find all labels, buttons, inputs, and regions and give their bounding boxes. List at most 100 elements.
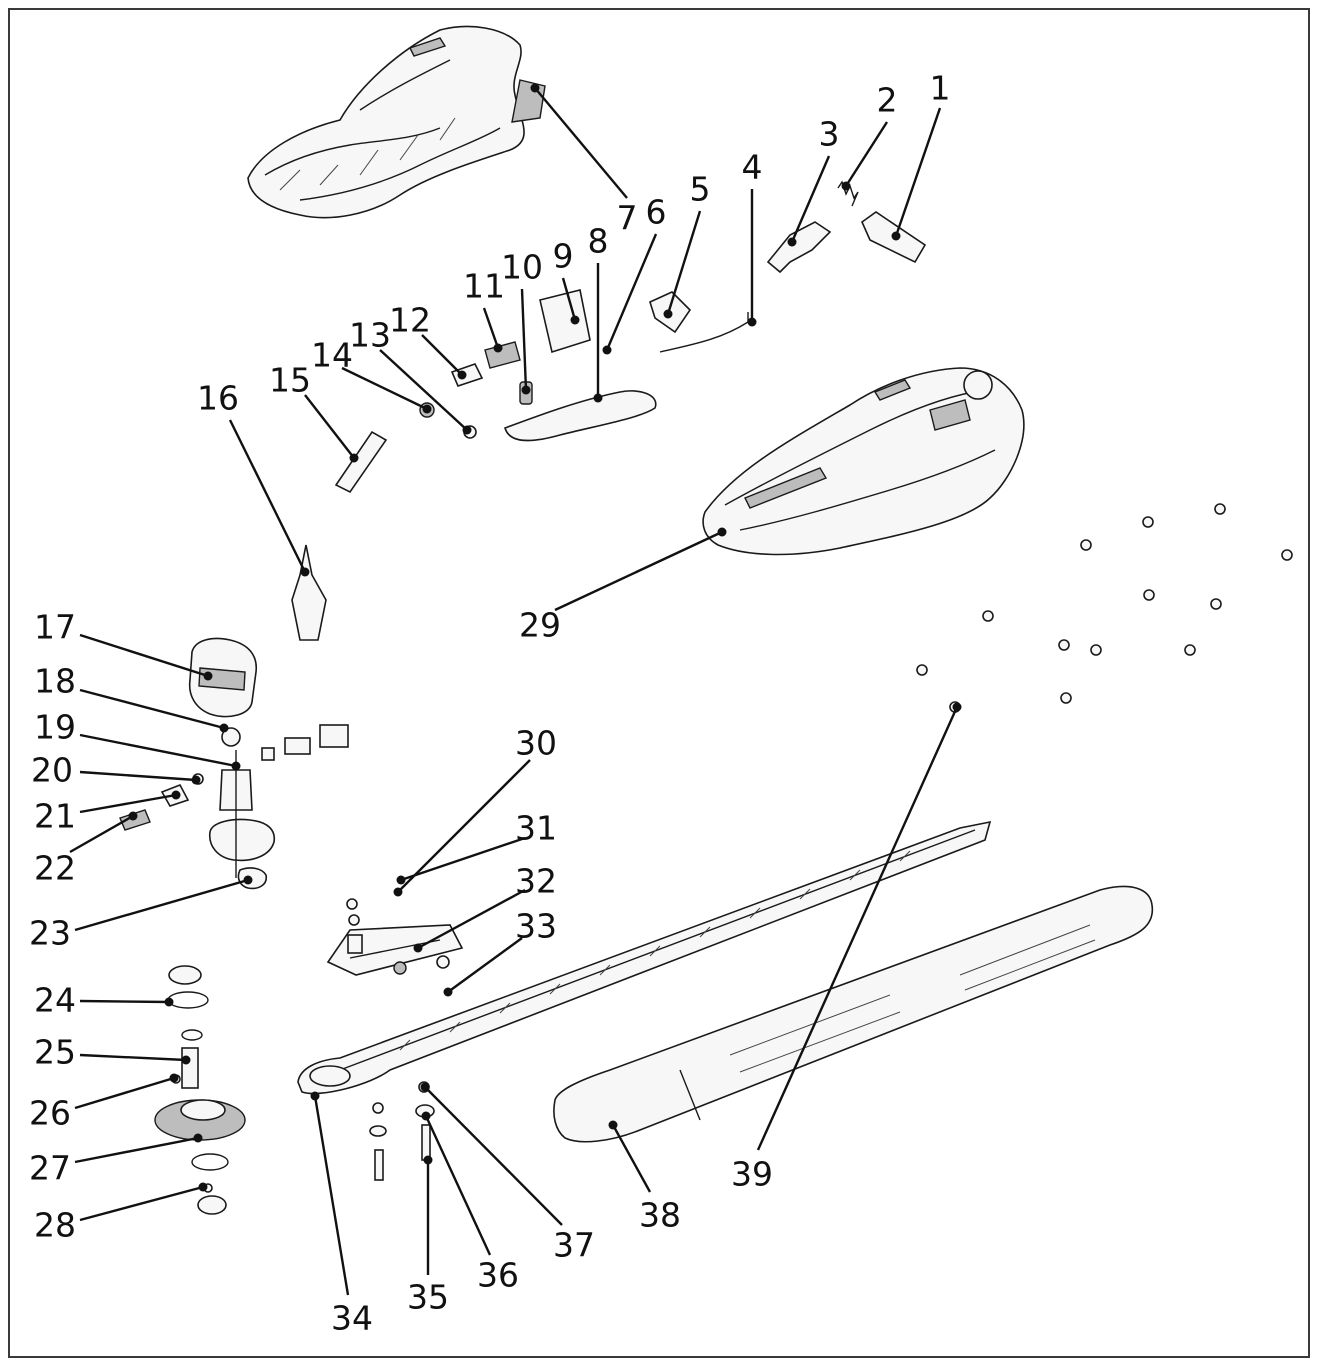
callout-12-leader bbox=[421, 334, 463, 376]
callout-9-dot bbox=[570, 315, 580, 325]
callout-13-dot bbox=[462, 425, 472, 435]
callout-2-dot bbox=[841, 181, 851, 191]
callout-6-dot bbox=[602, 345, 612, 355]
blade-fasteners bbox=[369, 1081, 435, 1181]
callout-4-number: 4 bbox=[742, 148, 763, 187]
callout-3: 3 bbox=[787, 115, 840, 247]
callout-30: 30 bbox=[393, 724, 557, 897]
callout-5-number: 5 bbox=[690, 170, 711, 209]
callout-9-number: 9 bbox=[553, 237, 574, 276]
callout-20-leader bbox=[79, 770, 197, 782]
callout-2-number: 2 bbox=[877, 81, 898, 120]
callout-20-dot bbox=[191, 775, 201, 785]
callout-17-leader bbox=[79, 633, 209, 678]
callout-10-dot bbox=[521, 385, 531, 395]
callout-23-number: 23 bbox=[29, 914, 71, 953]
callout-23: 23 bbox=[29, 875, 253, 953]
callout-21: 21 bbox=[34, 790, 181, 836]
callout-37-leader bbox=[424, 1086, 563, 1226]
callout-25-dot bbox=[181, 1055, 191, 1065]
callout-28-number: 28 bbox=[34, 1206, 76, 1245]
callout-29: 29 bbox=[519, 527, 727, 645]
callout-19-leader bbox=[79, 733, 237, 768]
callout-18: 18 bbox=[34, 662, 229, 733]
callout-19-number: 19 bbox=[34, 708, 76, 747]
callout-24-leader bbox=[79, 999, 170, 1004]
callout-16-leader bbox=[228, 419, 307, 573]
callout-39-number: 39 bbox=[731, 1155, 773, 1194]
callout-35-dot bbox=[423, 1155, 433, 1165]
part-drawings bbox=[119, 25, 1293, 1215]
callout-21-number: 21 bbox=[34, 797, 76, 836]
callout-31-leader bbox=[400, 836, 526, 882]
part-15-tube bbox=[334, 430, 388, 494]
callout-13: 13 bbox=[349, 316, 472, 435]
callout-15: 15 bbox=[269, 361, 359, 463]
callout-37: 37 bbox=[420, 1082, 595, 1265]
callout-16-number: 16 bbox=[197, 379, 239, 418]
callout-1-dot bbox=[891, 231, 901, 241]
callout-34-leader bbox=[313, 1095, 350, 1296]
callout-1-number: 1 bbox=[930, 69, 951, 108]
callout-12: 12 bbox=[389, 301, 467, 380]
callout-25-number: 25 bbox=[34, 1033, 76, 1072]
callout-12-dot bbox=[457, 370, 467, 380]
callout-31-dot bbox=[396, 875, 406, 885]
callout-30-dot bbox=[393, 887, 403, 897]
callout-30-leader bbox=[397, 759, 531, 893]
callout-24: 24 bbox=[34, 981, 174, 1020]
callout-14-number: 14 bbox=[311, 336, 353, 375]
callout-10: 10 bbox=[501, 248, 543, 395]
callout-5-leader bbox=[666, 210, 702, 315]
callout-37-number: 37 bbox=[553, 1226, 595, 1265]
callout-7: 7 bbox=[530, 83, 638, 238]
callout-7-number: 7 bbox=[617, 199, 638, 238]
callout-18-dot bbox=[219, 723, 229, 733]
callout-37-dot bbox=[420, 1082, 430, 1092]
callout-9: 9 bbox=[553, 237, 580, 325]
callout-11: 11 bbox=[463, 267, 505, 353]
callout-29-dot bbox=[717, 527, 727, 537]
callout-33-dot bbox=[443, 987, 453, 997]
callout-8-dot bbox=[593, 393, 603, 403]
callout-24-dot bbox=[164, 997, 174, 1007]
callout-4-dot bbox=[747, 317, 757, 327]
callout-27-number: 27 bbox=[29, 1149, 71, 1188]
callout-26-leader bbox=[74, 1076, 175, 1110]
callout-23-leader bbox=[74, 878, 249, 932]
part-4-wire bbox=[659, 312, 749, 353]
callout-8-number: 8 bbox=[588, 222, 609, 261]
callout-20-number: 20 bbox=[31, 751, 73, 790]
callout-33-leader bbox=[447, 937, 523, 993]
callout-26: 26 bbox=[29, 1073, 179, 1133]
callout-17: 17 bbox=[34, 608, 213, 681]
callout-6-leader bbox=[605, 233, 658, 351]
callout-18-number: 18 bbox=[34, 662, 76, 701]
part-9-switch bbox=[539, 289, 591, 354]
callout-15-dot bbox=[349, 453, 359, 463]
callout-39-leader bbox=[756, 706, 959, 1151]
callout-22-dot bbox=[128, 811, 138, 821]
callout-11-dot bbox=[493, 343, 503, 353]
callout-8: 8 bbox=[588, 222, 609, 403]
callout-5-dot bbox=[663, 309, 673, 319]
callout-7-dot bbox=[530, 83, 540, 93]
callout-6: 6 bbox=[602, 193, 667, 355]
callout-38-leader bbox=[611, 1124, 652, 1193]
part-34-blade bbox=[297, 820, 992, 1095]
callout-38-number: 38 bbox=[639, 1196, 681, 1235]
callout-22: 22 bbox=[34, 811, 138, 888]
callout-27-leader bbox=[74, 1136, 199, 1164]
callout-3-number: 3 bbox=[819, 115, 840, 154]
part-8-trigger bbox=[504, 390, 657, 442]
callout-5: 5 bbox=[663, 170, 711, 319]
callout-20: 20 bbox=[31, 751, 201, 790]
callout-34-number: 34 bbox=[331, 1299, 373, 1338]
callout-36-dot bbox=[421, 1111, 431, 1121]
callout-3-dot bbox=[787, 237, 797, 247]
callout-30-number: 30 bbox=[515, 724, 557, 763]
callout-29-number: 29 bbox=[519, 606, 561, 645]
callout-3-leader bbox=[790, 155, 831, 243]
screw-set bbox=[916, 503, 1293, 713]
